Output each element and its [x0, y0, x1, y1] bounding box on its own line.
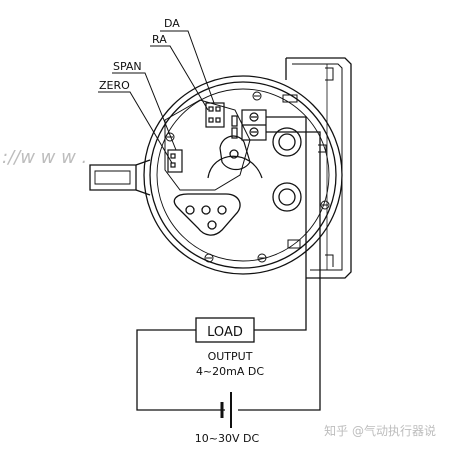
ring-tab-top: [282, 94, 298, 103]
leader-zero: [98, 91, 173, 164]
output-range-label: 4~20mA DC: [196, 365, 264, 378]
wire-positive: [254, 116, 307, 331]
label-span: SPAN: [113, 60, 142, 73]
housing-inner-ring: [156, 88, 330, 262]
load-box: [195, 317, 255, 343]
shaft-link-top: [135, 159, 151, 166]
shaft-link-bottom: [135, 189, 151, 196]
label-ra: RA: [152, 33, 167, 46]
internal-bracket: [164, 99, 251, 191]
external-wiring: [136, 116, 321, 428]
mounting-shaft: [89, 164, 137, 191]
screw-bottom-right: [257, 253, 267, 263]
leader-ra: [150, 45, 209, 111]
label-da: DA: [164, 17, 180, 30]
port-lower-outer: [272, 182, 302, 212]
central-shaft-arc: [207, 155, 263, 179]
screw-top: [252, 91, 262, 101]
component-r1: [231, 115, 238, 127]
leader-da: [160, 30, 215, 104]
plate-hole-4: [207, 220, 217, 230]
label-zero: ZERO: [99, 79, 130, 92]
screw-left: [165, 132, 175, 142]
port-upper-inner: [278, 133, 296, 151]
housing-screws: [165, 91, 330, 263]
cam-pivot: [229, 149, 239, 159]
component-r2: [231, 127, 238, 139]
positioner-housing: [89, 57, 352, 279]
oval-mounting-plate: [173, 193, 241, 236]
output-label: OUTPUT: [208, 350, 253, 363]
side-housing-notch-top: [325, 67, 334, 81]
wire-negative: [238, 131, 321, 411]
watermark-url: ://w w w .: [2, 147, 87, 168]
ring-tab-bottom: [287, 239, 301, 249]
housing-middle-ring: [149, 81, 337, 269]
port-lower-inner: [278, 188, 296, 206]
side-housing-notch-bottom: [325, 254, 334, 267]
plate-hole-1: [185, 205, 195, 215]
watermark-credit: 知乎 @气动执行器说: [324, 423, 436, 438]
plate-hole-2: [201, 205, 211, 215]
side-housing-body: [286, 57, 352, 279]
da-ra-connector: [205, 102, 225, 128]
leader-span: [112, 72, 177, 151]
screw-right: [320, 200, 330, 210]
cam-lever: [219, 135, 251, 171]
load-label: LOAD: [207, 325, 243, 340]
span-zero-connector: [167, 149, 183, 173]
port-upper-outer: [272, 127, 302, 157]
wire-load-return: [136, 329, 225, 411]
side-housing-inner: [292, 63, 343, 271]
housing-outer-ring: [143, 75, 343, 275]
supply-voltage-label: 10~30V DC: [195, 432, 260, 445]
mounting-shaft-inner: [94, 170, 131, 185]
screw-bottom: [204, 253, 214, 263]
ring-mark-f: [318, 144, 327, 153]
terminal-block: [167, 102, 267, 173]
plate-hole-3: [217, 205, 227, 215]
label-leaders: [98, 30, 215, 164]
